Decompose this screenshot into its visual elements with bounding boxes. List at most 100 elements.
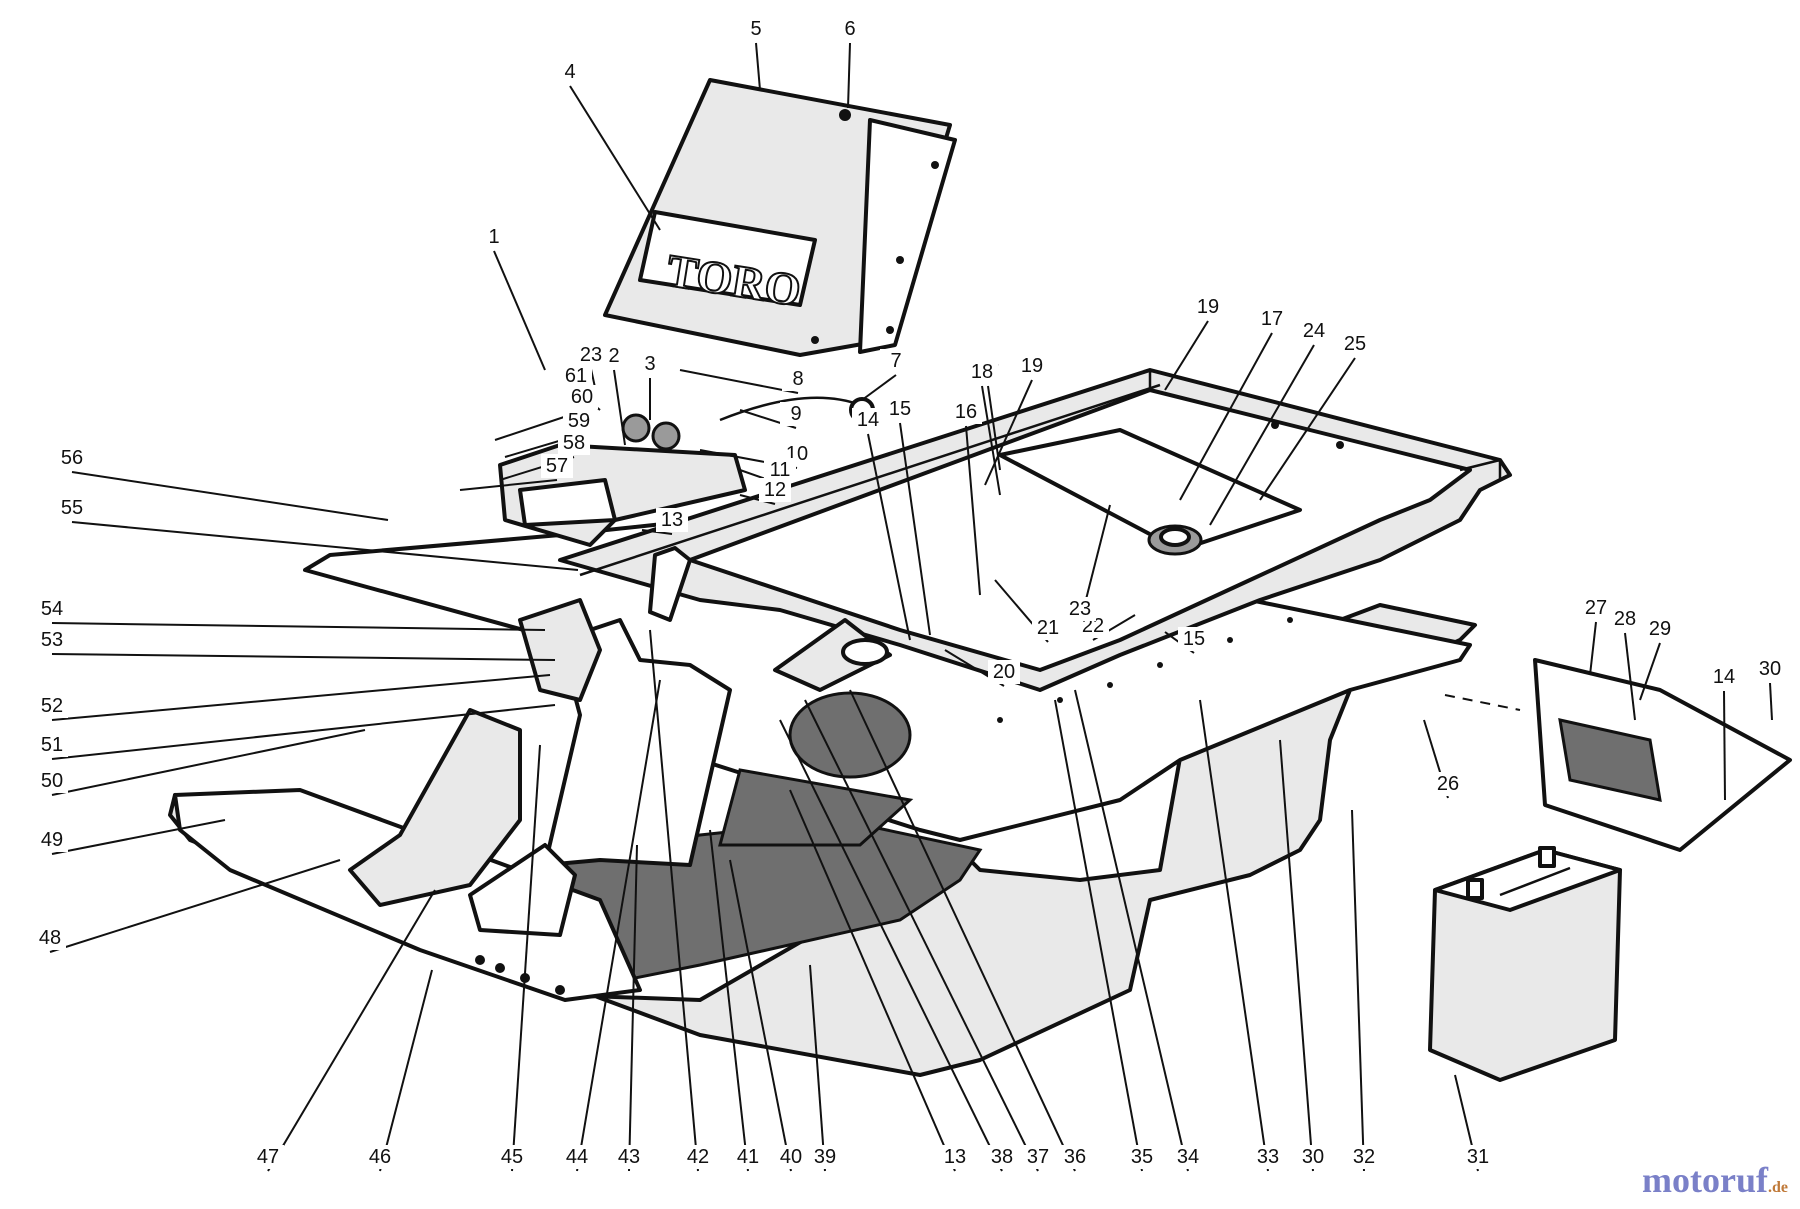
callout-23: 23 (1069, 598, 1091, 620)
callout-38: 38 (991, 1146, 1013, 1168)
callout-bg (558, 431, 590, 455)
callout-bg (1032, 616, 1064, 640)
callout-bg (36, 733, 68, 757)
leader-line (789, 789, 956, 1172)
callout-bg (36, 694, 68, 718)
leader-line (51, 729, 366, 796)
callout-11: 11 (770, 459, 791, 481)
callout-bg (732, 1145, 764, 1169)
leader-line (1209, 344, 1315, 526)
callout-19: 19 (1021, 355, 1043, 377)
callout-47: 47 (257, 1146, 279, 1168)
callout-53: 53 (41, 629, 63, 651)
callout-48: 48 (39, 927, 61, 949)
leader-line (1351, 809, 1365, 1172)
callout-bg (634, 352, 666, 376)
leader-line (1164, 320, 1209, 391)
callout-bg (1339, 332, 1371, 356)
callout-bg (1609, 607, 1641, 631)
callout-46: 46 (369, 1146, 391, 1168)
leader-line (51, 674, 551, 721)
callout-13: 13 (944, 1146, 966, 1168)
leader-line (628, 844, 638, 1172)
callout-bg (988, 660, 1020, 684)
callout-bg (1754, 657, 1786, 681)
callout-13: 13 (661, 509, 683, 531)
leader-line (847, 42, 851, 109)
leader-line (511, 744, 541, 1172)
callout-29: 29 (1649, 618, 1671, 640)
callout-24: 24 (1303, 320, 1325, 342)
callout-36: 36 (1064, 1146, 1086, 1168)
callout-bg (36, 597, 68, 621)
callout-40: 40 (780, 1146, 802, 1168)
callout-2: 2 (608, 345, 619, 367)
callout-20: 20 (993, 661, 1015, 683)
callout-50: 50 (41, 770, 63, 792)
leader-line (1279, 739, 1314, 1172)
callout-45: 45 (501, 1146, 523, 1168)
leader-line (1624, 632, 1636, 721)
callout-bg (1580, 596, 1612, 620)
callout-21: 21 (1037, 617, 1059, 639)
callout-19: 19 (1197, 296, 1219, 318)
callout-bg (986, 1145, 1018, 1169)
callout-5: 5 (750, 18, 761, 40)
callout-49: 49 (41, 829, 63, 851)
callout-bg (566, 385, 598, 409)
leader-line (71, 521, 579, 571)
callout-31: 31 (1467, 1146, 1489, 1168)
callout-34: 34 (1177, 1146, 1199, 1168)
callout-12: 12 (764, 479, 786, 501)
frame-assembly (168, 368, 1512, 1077)
leader-line (739, 494, 776, 505)
leader-line (861, 374, 897, 401)
callout-39: 39 (814, 1146, 836, 1168)
callout-27: 27 (1585, 597, 1607, 619)
callout-bg (1252, 1145, 1284, 1169)
callout-30: 30 (1759, 658, 1781, 680)
leader-line (267, 889, 436, 1172)
leader-line (804, 699, 1039, 1172)
callout-bg (1256, 307, 1288, 331)
callout-55: 55 (61, 497, 83, 519)
watermark-name: motoruf (1642, 1160, 1768, 1200)
leader-line (1179, 332, 1273, 501)
callout-bg (1298, 319, 1330, 343)
callout-bg (780, 402, 812, 426)
callout-37: 37 (1027, 1146, 1049, 1168)
callout-28: 28 (1614, 608, 1636, 630)
callout-bg (1708, 665, 1740, 689)
watermark-tld: .de (1768, 1179, 1788, 1196)
callout-bg (656, 508, 688, 532)
callout-bg (759, 478, 791, 502)
callout-23: 23 (580, 344, 602, 366)
leader-line (71, 471, 389, 521)
callout-32: 32 (1353, 1146, 1375, 1168)
battery-tray (1444, 658, 1792, 852)
callout-61: 61 (565, 365, 587, 387)
callout-15: 15 (889, 398, 911, 420)
callout-16: 16 (955, 401, 977, 423)
leader-line (1199, 699, 1269, 1172)
leader-line (1054, 699, 1143, 1172)
callout-3: 3 (644, 353, 655, 375)
leader-line (981, 385, 1001, 496)
leader-line (709, 829, 749, 1172)
callout-1: 1 (488, 226, 499, 248)
callout-bg (56, 496, 88, 520)
callout-bg (1348, 1145, 1380, 1169)
callout-bg (1644, 617, 1676, 641)
callout-bg (1126, 1145, 1158, 1169)
callout-bg (563, 409, 595, 433)
callout-bg (252, 1145, 284, 1169)
callout-bg (34, 926, 66, 950)
leader-line (867, 433, 911, 641)
callout-14: 14 (857, 409, 879, 431)
callout-25: 25 (1344, 333, 1366, 355)
callout-bg (939, 1145, 971, 1169)
callout-bg (554, 60, 586, 84)
callout-43: 43 (618, 1146, 640, 1168)
callout-51: 51 (41, 734, 63, 756)
